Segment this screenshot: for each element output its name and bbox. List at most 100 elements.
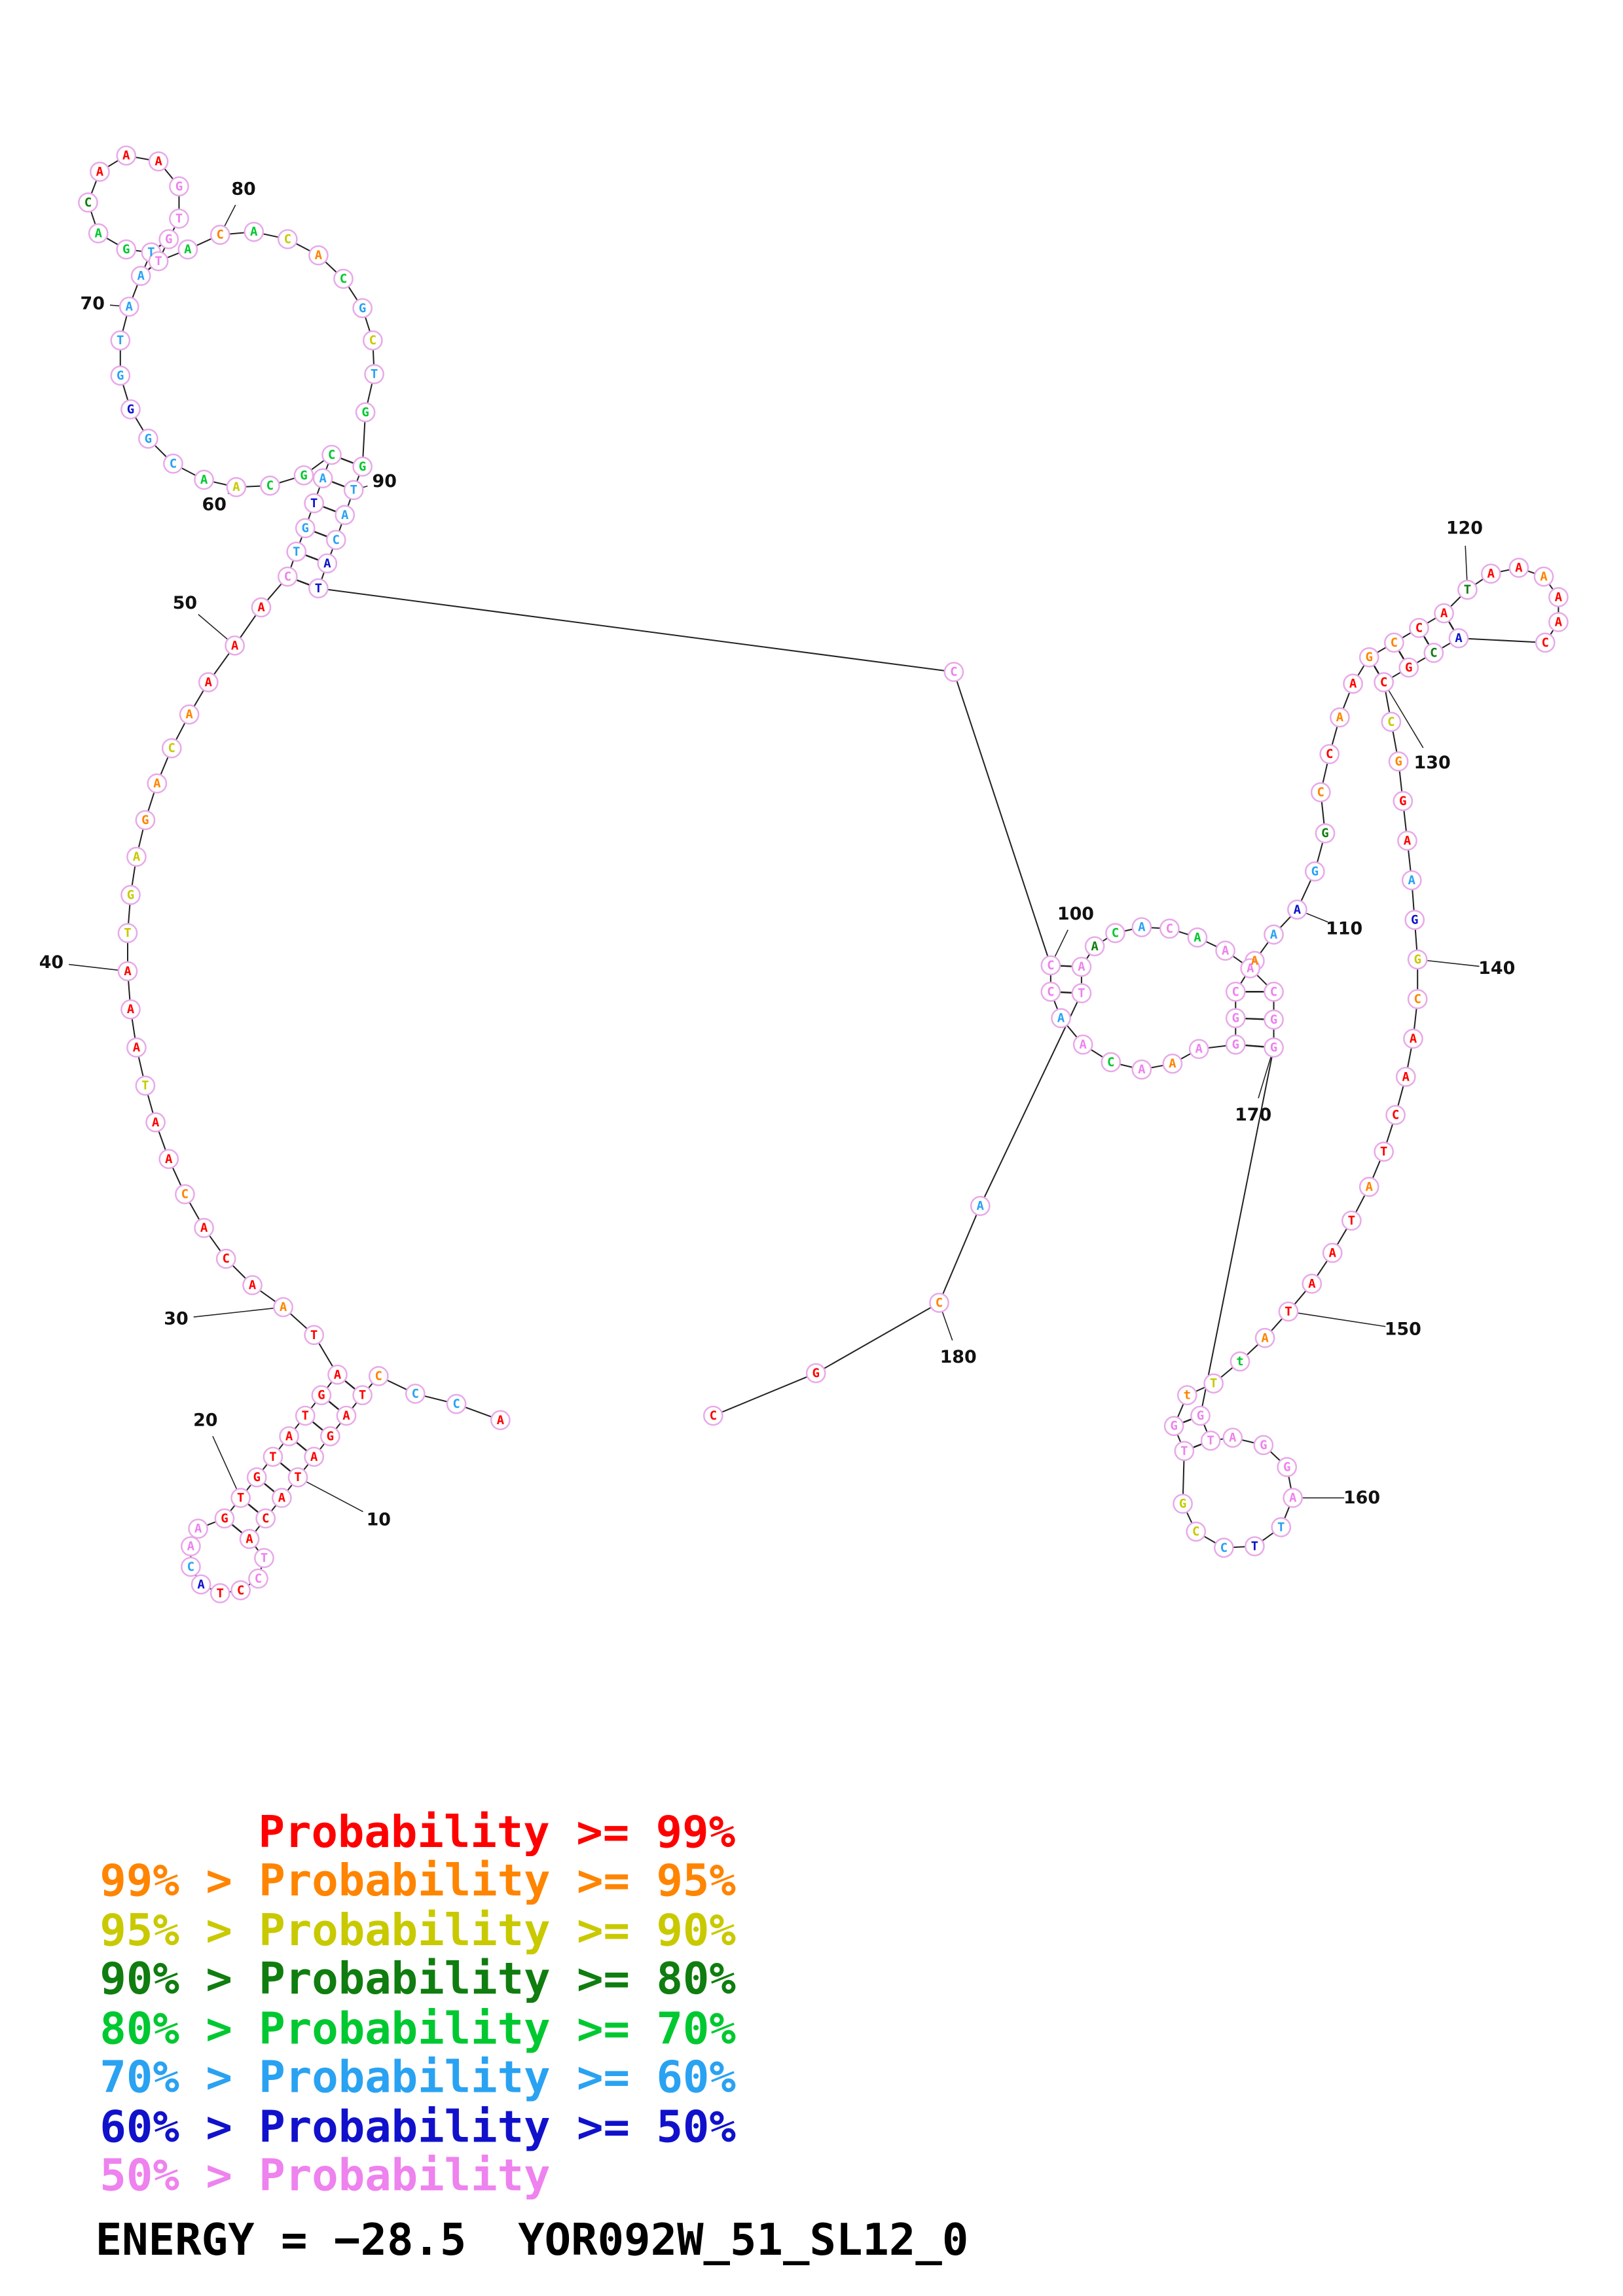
nucleotide-letter: T (301, 1408, 308, 1423)
nucleotide-letter: G (1232, 1011, 1239, 1026)
nucleotide-circle (263, 1446, 283, 1467)
nucleotide-circle (1040, 955, 1061, 976)
nucleotide-circle (194, 1217, 214, 1238)
nucleotide-circle (117, 923, 138, 943)
nucleotide-letter: T (1464, 583, 1471, 597)
position-label: 170 (1235, 1105, 1271, 1125)
nucleotide-circle (230, 1488, 251, 1508)
nucleotide-circle (364, 364, 384, 385)
nucleotide-circle (321, 444, 342, 465)
position-label: 90 (373, 471, 397, 492)
nucleotide-letter: C (1326, 747, 1333, 761)
nucleotide-circle (279, 1426, 299, 1446)
nucleotide-letter: T (1207, 1433, 1214, 1448)
nucleotide-circle (1264, 981, 1284, 1002)
nucleotide-letter: A (184, 242, 192, 257)
nucleotide-letter: G (1411, 912, 1418, 927)
nucleotide-letter: C (262, 1511, 269, 1526)
nucleotide-circle (1287, 899, 1307, 920)
nucleotide-letter: T (371, 367, 378, 382)
nucleotide-circle (135, 810, 156, 831)
nucleotide-letter: A (1091, 939, 1099, 954)
legend-row-50: 60% > Probability >= 50% (100, 2102, 736, 2153)
nucleotide-letter: C (1317, 785, 1324, 799)
nucleotide-letter: C (950, 665, 957, 679)
nucleotide-letter: G (175, 179, 183, 194)
nucleotide-letter: T (315, 581, 322, 596)
nucleotide-letter: A (246, 1532, 253, 1546)
nucleotide-circle (1395, 1066, 1416, 1087)
nucleotide-circle (1222, 1427, 1243, 1448)
nucleotide-letter: C (340, 272, 347, 286)
nucleotide-letter: A (153, 776, 161, 791)
nucleotide-circle (1319, 744, 1340, 764)
legend-row-95: 99% > Probability >= 95% (100, 1855, 736, 1906)
nucleotide-letter: G (300, 468, 307, 482)
nucleotide-circle (1215, 941, 1235, 961)
nucleotide-circle (138, 428, 158, 449)
nucleotide-letter: G (1270, 1040, 1277, 1054)
nucleotide-letter: C (412, 1386, 419, 1401)
nucleotide-letter: A (1440, 606, 1448, 620)
nucleotide-circle (319, 1426, 340, 1446)
nucleotide-letter: T (175, 211, 183, 226)
nucleotide-letter: C (452, 1397, 460, 1411)
nucleotide-letter: G (359, 459, 366, 474)
nucleotide-circle (1230, 1351, 1250, 1372)
backbone-segment (815, 1302, 940, 1374)
nucleotide-circle (198, 672, 219, 692)
nucleotide-letter: C (168, 741, 175, 755)
nucleotide-letter: C (222, 1251, 229, 1266)
nucleotide-circle (181, 1536, 201, 1556)
nucleotide-circles (78, 145, 1569, 1604)
nucleotide-circle (317, 553, 338, 574)
nucleotide-circle (116, 145, 137, 166)
nucleotide-letter: T (147, 245, 155, 260)
nucleotide-letter: A (1308, 1276, 1316, 1291)
nucleotide-circle (148, 251, 169, 272)
nucleotide-circle (1253, 1435, 1274, 1456)
nucleotide-letter: A (137, 268, 145, 283)
nucleotide-circle (1190, 1405, 1211, 1426)
nucleotide-letter: C (181, 1187, 189, 1202)
nucleotide-circle (1225, 1034, 1246, 1055)
nucleotide-letter: T (1285, 1304, 1292, 1319)
nucleotide-circle (287, 1467, 308, 1488)
nucleotide-letter: T (1251, 1539, 1258, 1554)
nucleotide-circle (1176, 1385, 1197, 1406)
nucleotide-letter: G (122, 242, 130, 257)
position-label: 150 (1385, 1319, 1421, 1339)
nucleotide-letter: A (231, 638, 239, 653)
nucleotide-letter: A (1078, 960, 1085, 974)
nucleotide-circle (230, 1580, 251, 1601)
nucleotide-letter: T (1277, 1520, 1285, 1534)
nucleotide-circle (1533, 566, 1554, 587)
nucleotide-circle (225, 635, 245, 656)
nucleotide-circle (1240, 958, 1261, 978)
legend-row-90: 95% > Probability >= 90% (100, 1905, 736, 1956)
nucleotide-circle (333, 268, 354, 289)
nucleotide-circle (248, 1568, 268, 1589)
nucleotide-letter: A (1222, 944, 1230, 958)
nucleotide-letter: A (1402, 1069, 1410, 1084)
nucleotide-circle (1388, 751, 1409, 772)
nucleotide-letter: C (1413, 992, 1421, 1006)
nucleotide-letter: A (497, 1413, 505, 1427)
nucleotide-circle (970, 1196, 991, 1216)
nucleotide-circle (169, 176, 189, 197)
nucleotide-circle (1385, 1105, 1406, 1125)
nucleotide-letter: G (117, 368, 124, 383)
nucleotide-circle (1254, 1327, 1275, 1348)
probability-legend: Probability >= 99% 99% > Probability >= … (100, 1806, 736, 2200)
nucleotide-circle (405, 1384, 426, 1404)
nucleotide-letter: C (375, 1369, 382, 1384)
nucleotide-letter: A (285, 1429, 293, 1443)
nucleotide-circle (1407, 989, 1428, 1009)
nucleotide-letter: t (1184, 1388, 1191, 1403)
nucleotide-circle (1174, 1441, 1195, 1462)
nucleotide-circle (352, 298, 373, 319)
backbone-segment (953, 672, 1051, 966)
nucleotide-circle (78, 192, 98, 213)
nucleotide-circle (325, 529, 346, 550)
